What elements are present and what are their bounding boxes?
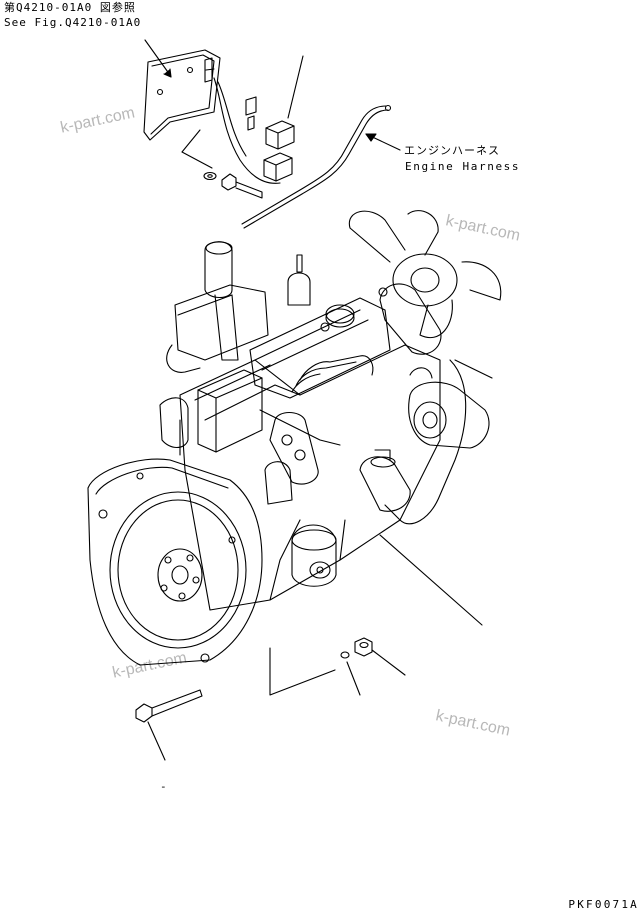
leader-line <box>270 648 335 695</box>
mounting-nut <box>341 638 372 658</box>
relay-wire <box>214 78 280 183</box>
leader-line <box>372 650 405 675</box>
part-callout-dash: - <box>160 780 168 793</box>
leader-arrowhead <box>164 69 171 77</box>
engine-harness-label-english: Engine Harness <box>405 160 521 173</box>
engine-harness <box>242 106 391 229</box>
engine-harness-label-japanese: エンジンハーネス <box>404 144 500 157</box>
reference-note-japanese: 第Q4210-01A0 図参照 <box>4 1 136 14</box>
engine-block <box>88 211 501 665</box>
relay-upper <box>266 121 294 149</box>
mounting-bolt <box>204 173 262 199</box>
leader-line <box>148 722 165 760</box>
relay-lower <box>264 153 292 181</box>
leader-line <box>380 535 482 625</box>
leader-arrowhead <box>366 134 376 141</box>
bracket-assembly <box>144 50 256 140</box>
reference-note-english: See Fig.Q4210-01A0 <box>4 16 142 29</box>
leader-line <box>145 40 170 75</box>
leader-line <box>182 130 200 152</box>
relay-wire <box>218 82 246 156</box>
figure-code: PKF0071A <box>568 898 639 911</box>
housing-bolt <box>136 690 202 722</box>
leader-line <box>182 152 212 168</box>
leader-line <box>347 662 360 695</box>
leader-line <box>288 56 303 118</box>
cooling-fan <box>349 211 500 338</box>
